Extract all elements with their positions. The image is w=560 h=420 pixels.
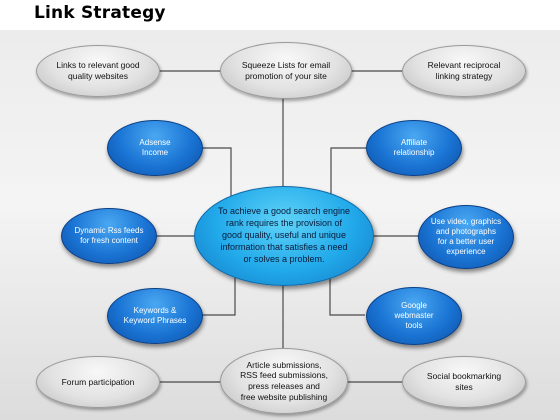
node-google-webmaster-tools: Google webmaster tools <box>366 287 462 345</box>
node-label: Links to relevant good quality websites <box>56 60 140 81</box>
node-label: Google webmaster tools <box>394 301 434 330</box>
node-center-statement: To achieve a good search engine rank req… <box>194 186 374 286</box>
connector-webmaster <box>329 275 365 316</box>
node-dynamic-rss-feeds: Dynamic Rss feeds for fresh content <box>61 208 157 264</box>
page-title: Link Strategy <box>34 3 166 23</box>
node-social-bookmarking: Social bookmarking sites <box>402 356 526 408</box>
center-text: To achieve a good search engine rank req… <box>217 206 351 264</box>
node-links-to-relevant-websites: Links to relevant good quality websites <box>36 45 160 97</box>
node-label: Relevant reciprocal linking strategy <box>427 60 501 81</box>
connector-affiliate <box>330 147 367 200</box>
node-squeeze-lists: Squeeze Lists for email promotion of you… <box>220 42 352 99</box>
connector-keywords <box>202 275 236 316</box>
node-keywords: Keywords & Keyword Phrases <box>107 288 203 344</box>
node-label: Keywords & Keyword Phrases <box>123 306 187 325</box>
node-label: Dynamic Rss feeds for fresh content <box>74 226 144 245</box>
node-affiliate-relationship: Affiliate relationship <box>366 120 462 176</box>
node-label: Forum participation <box>61 376 135 387</box>
node-label: Affiliate relationship <box>393 138 435 157</box>
node-video-graphics: Use video, graphics and photographs for … <box>418 205 514 269</box>
node-forum-participation: Forum participation <box>36 356 160 408</box>
node-article-submissions: Article submissions, RSS feed submission… <box>220 348 348 414</box>
node-label: Adsense Income <box>139 138 171 157</box>
node-label: Squeeze Lists for email promotion of you… <box>241 59 331 81</box>
node-label: Article submissions, RSS feed submission… <box>240 359 328 402</box>
node-adsense-income: Adsense Income <box>107 120 203 176</box>
node-label: Use video, graphics and photographs for … <box>430 217 502 256</box>
node-label: Social bookmarking sites <box>426 371 502 392</box>
connector-adsense <box>202 147 232 200</box>
node-reciprocal-linking: Relevant reciprocal linking strategy <box>402 45 526 97</box>
